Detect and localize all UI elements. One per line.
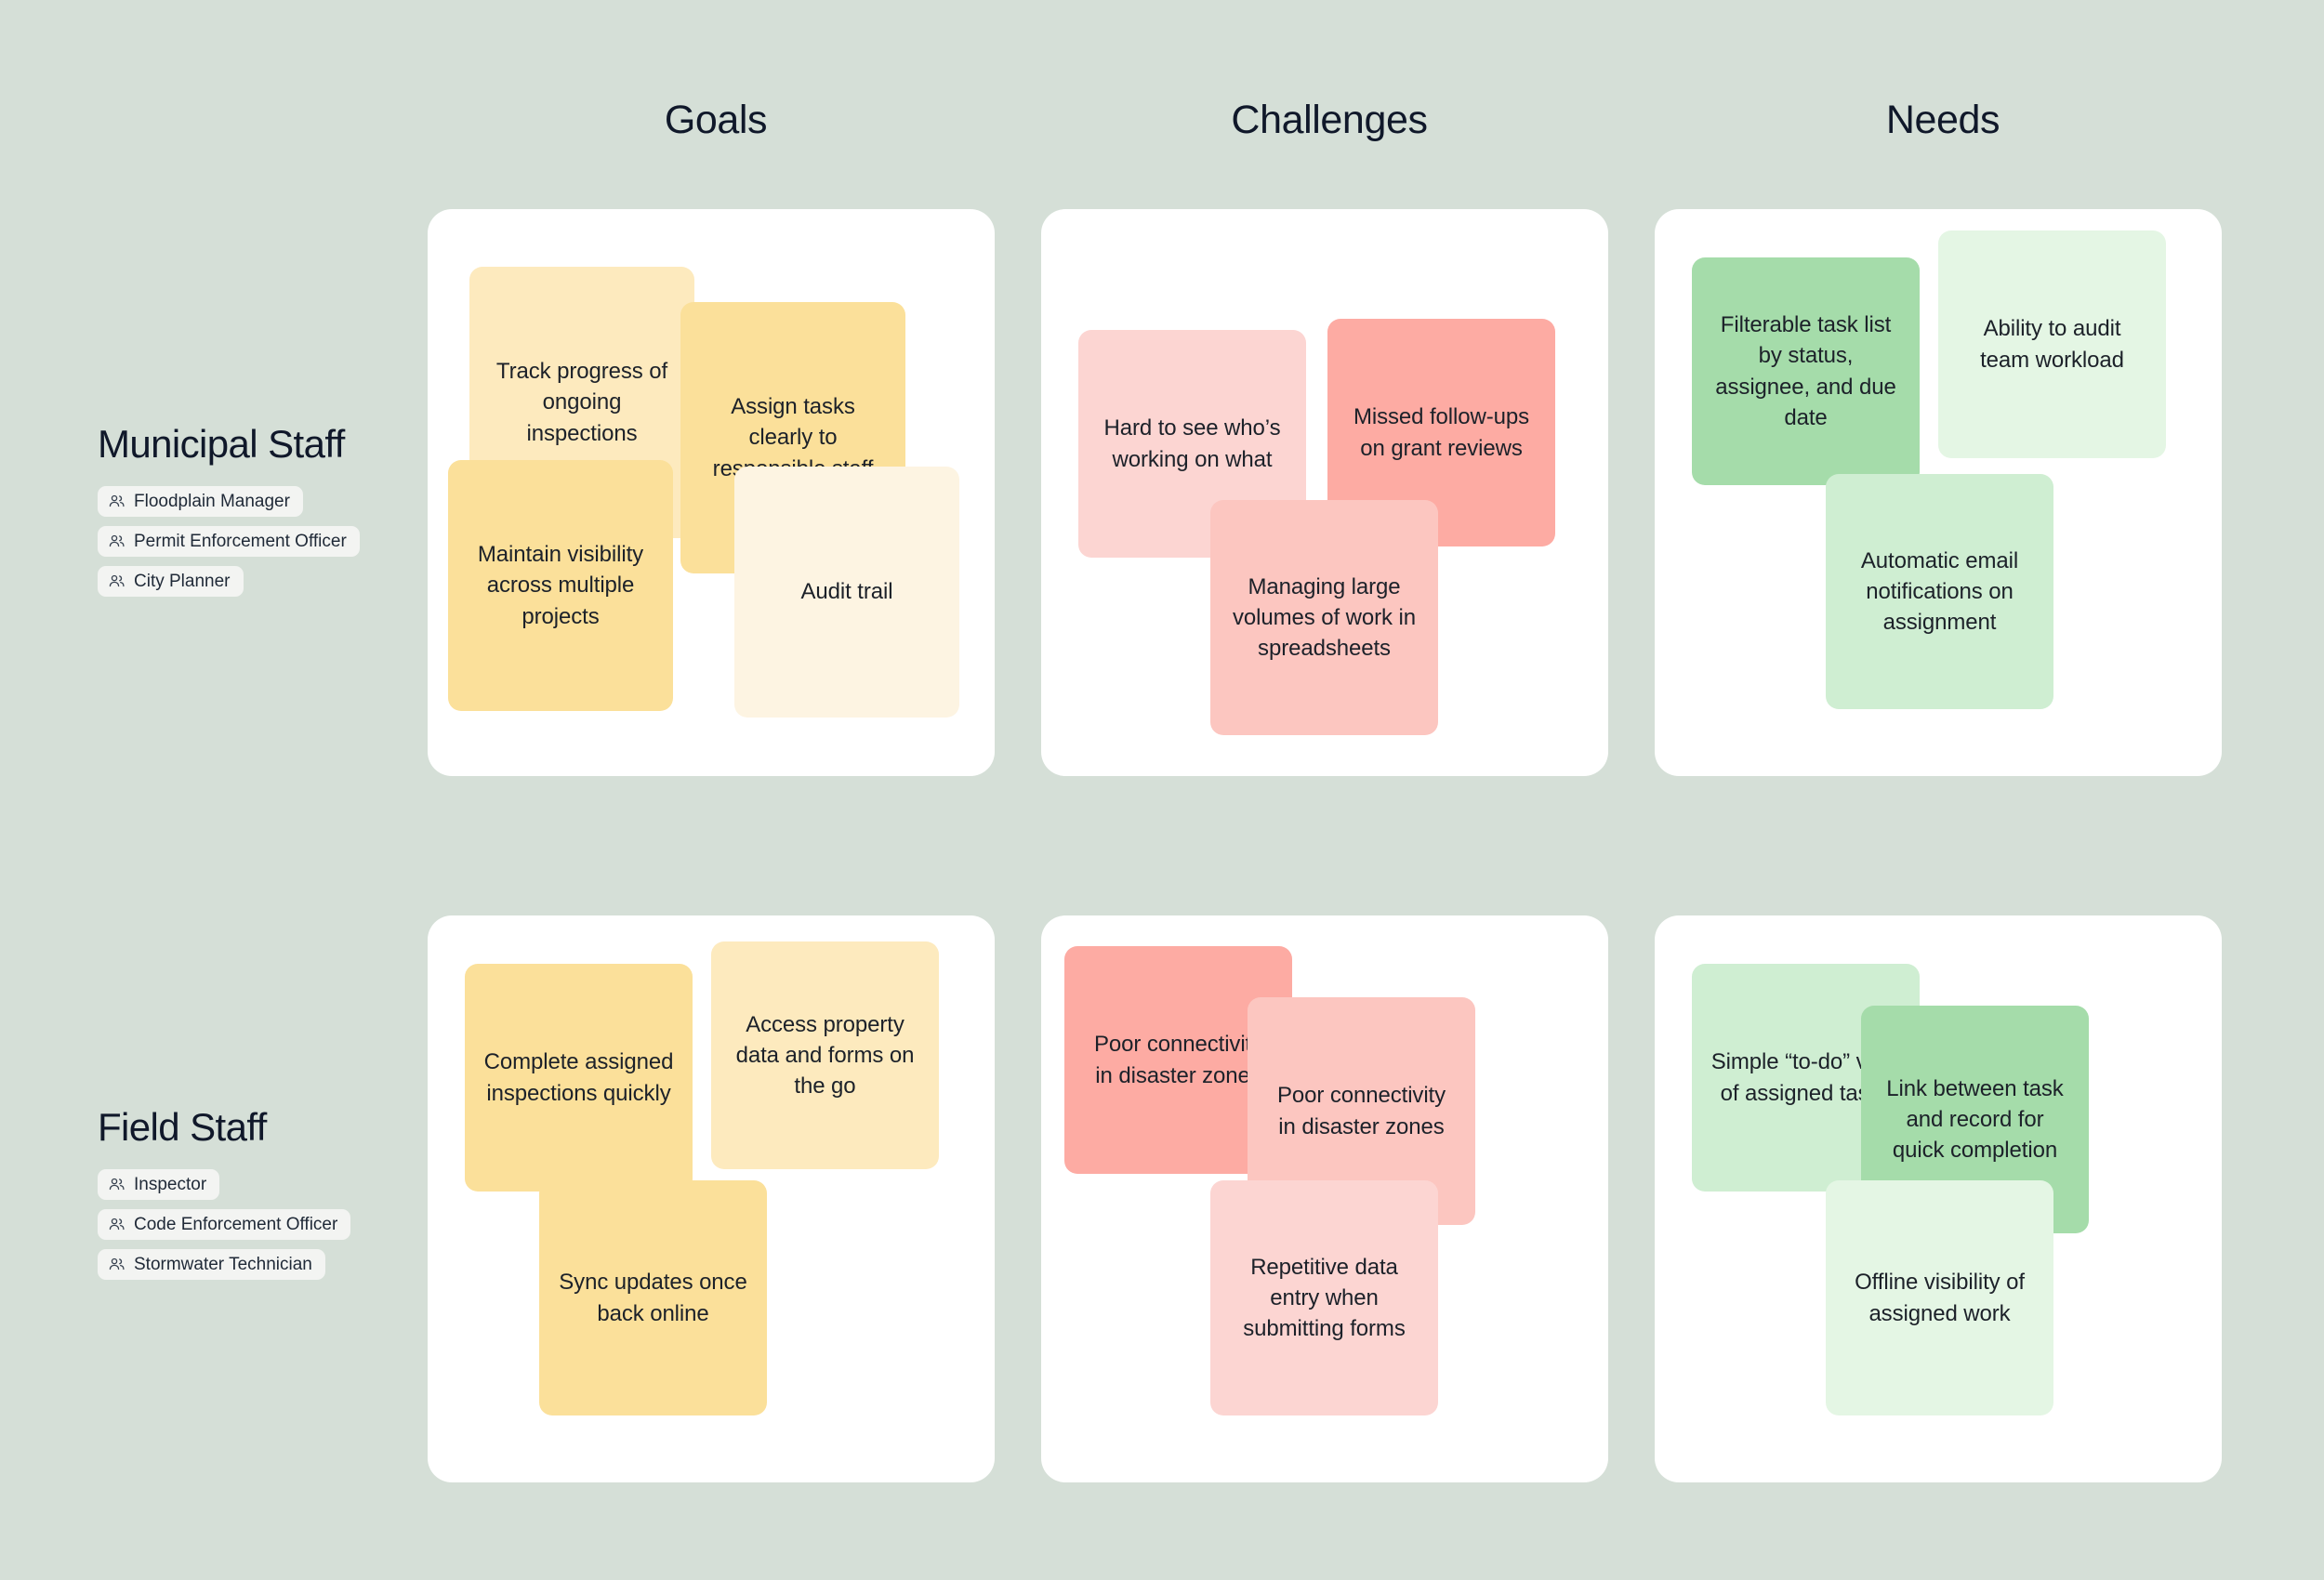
role-pill-label: Inspector (134, 1175, 207, 1195)
role-pill-label: City Planner (134, 572, 231, 592)
sticky-note[interactable]: Managing large volumes of work in spread… (1210, 500, 1438, 735)
panel-municipal-challenges: Hard to see who’s working on what Missed … (1041, 209, 1608, 776)
sticky-note-text: Link between task and record for quick c… (1886, 1075, 2064, 1164)
role-pill-label: Code Enforcement Officer (134, 1215, 338, 1235)
column-header-goals: Goals (664, 98, 768, 142)
role-pill-label: Floodplain Manager (134, 492, 290, 512)
sticky-note-text: Hard to see who’s working on what (1103, 415, 1281, 472)
sticky-note-text: Filterable task list by status, assignee… (1715, 312, 1896, 430)
role-pill-label: Permit Enforcement Officer (134, 532, 347, 552)
role-list: Floodplain Manager Permit Enforcement Of… (98, 486, 404, 598)
users-icon (108, 573, 125, 590)
column-header-challenges: Challenges (1231, 98, 1428, 142)
users-icon (108, 493, 125, 510)
users-icon (108, 1176, 125, 1193)
role-list: Inspector Code Enforcement Officer (98, 1169, 404, 1281)
sticky-note-text: Poor connectivity in disaster zones (1276, 1083, 1446, 1139)
sticky-note[interactable]: Access property data and forms on the go (711, 941, 939, 1169)
persona-title: Field Staff (98, 1105, 267, 1149)
sticky-note-text: Sync updates once back online (559, 1270, 747, 1326)
panel-municipal-needs: Filterable task list by status, assignee… (1655, 209, 2222, 776)
sticky-note[interactable]: Filterable task list by status, assignee… (1692, 257, 1920, 485)
sticky-note[interactable]: Sync updates once back online (539, 1180, 767, 1415)
sticky-note[interactable]: Automatic email notifications on assignm… (1826, 474, 2053, 709)
role-pill-label: Stormwater Technician (134, 1255, 312, 1275)
persona-title: Municipal Staff (98, 422, 345, 466)
sticky-note-text: Maintain visibility across multiple proj… (477, 542, 644, 629)
role-pill-city-planner[interactable]: City Planner (98, 566, 244, 598)
sticky-note-text: Track progress of ongoing inspections (495, 359, 668, 446)
users-icon (108, 533, 125, 550)
sticky-note[interactable]: Maintain visibility across multiple proj… (448, 460, 673, 711)
sticky-note[interactable]: Repetitive data entry when submitting fo… (1210, 1180, 1438, 1415)
column-header-needs: Needs (1885, 98, 2000, 142)
panel-field-goals: Complete assigned inspections quickly Acc… (428, 915, 995, 1482)
sticky-note-text: Ability to audit team workload (1980, 316, 2124, 373)
sticky-note-text: Repetitive data entry when submitting fo… (1243, 1254, 1406, 1342)
sticky-note[interactable]: Ability to audit team workload (1938, 230, 2166, 458)
role-pill-inspector[interactable]: Inspector (98, 1169, 220, 1201)
role-pill-floodplain-manager[interactable]: Floodplain Manager (98, 486, 303, 518)
sticky-note-text: Missed follow-ups on grant reviews (1353, 404, 1530, 461)
persona-municipal-staff: Municipal Staff Floodplain Manager (98, 422, 404, 598)
sticky-note-text: Audit trail (800, 579, 893, 605)
role-pill-permit-enforcement-officer[interactable]: Permit Enforcement Officer (98, 526, 360, 558)
role-pill-stormwater-technician[interactable]: Stormwater Technician (98, 1249, 325, 1281)
sticky-note-text: Access property data and forms on the go (735, 1011, 915, 1099)
sticky-note[interactable]: Offline visibility of assigned work (1826, 1180, 2053, 1415)
sticky-note-text: Managing large volumes of work in spread… (1233, 573, 1416, 662)
sticky-note-text: Complete assigned inspections quickly (483, 1049, 674, 1106)
sticky-note[interactable]: Audit trail (734, 467, 959, 718)
users-icon (108, 1216, 125, 1233)
sticky-note-text: Poor connectivity in disaster zones (1093, 1032, 1263, 1088)
sticky-note[interactable]: Complete assigned inspections quickly (465, 964, 693, 1192)
users-icon (108, 1256, 125, 1273)
sticky-note-text: Offline visibility of assigned work (1855, 1270, 2025, 1326)
role-pill-code-enforcement-officer[interactable]: Code Enforcement Officer (98, 1209, 351, 1241)
sticky-note-text: Automatic email notifications on assignm… (1860, 547, 2019, 636)
persona-field-staff: Field Staff Inspector (98, 1105, 404, 1281)
